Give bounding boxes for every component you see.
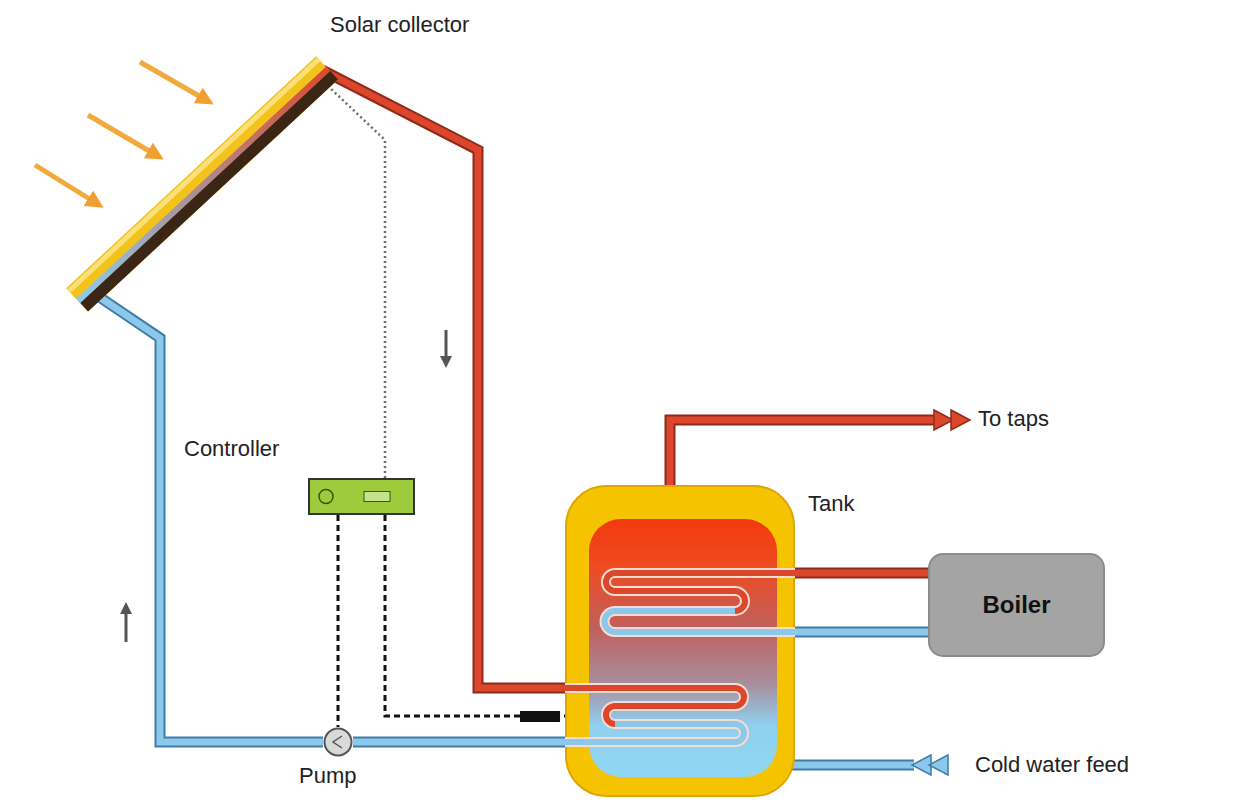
text-holder: Cold water feed xyxy=(975,752,1129,777)
text-holder: Tank xyxy=(808,491,854,516)
boiler-outline xyxy=(929,554,1104,656)
heat-exchanger-coil xyxy=(565,724,744,742)
storage-tank: Tank xyxy=(565,485,795,797)
temperature-sensor xyxy=(520,711,560,722)
pump-symbol: Pump xyxy=(323,727,353,757)
cold-pipe xyxy=(353,739,565,746)
controller-dial xyxy=(319,490,333,504)
controller-box: Controller xyxy=(308,478,415,515)
cold-pipe xyxy=(353,742,565,743)
cold-pipe xyxy=(795,629,928,636)
pump-impeller xyxy=(333,736,342,748)
heat-exchanger-coil xyxy=(565,688,744,724)
absorber-strip xyxy=(78,69,328,301)
text-holder: To taps xyxy=(978,406,1049,431)
hot-pipe xyxy=(795,573,928,574)
cold-pipe-outline xyxy=(353,737,565,748)
sun-ray xyxy=(35,165,96,203)
sensor-wire xyxy=(330,88,385,478)
heat-exchanger-coil xyxy=(606,573,795,611)
node-label: Boiler xyxy=(982,591,1050,619)
tank-insulation xyxy=(566,486,794,796)
text-holder: Controller xyxy=(184,436,279,461)
storage-tank-shape xyxy=(565,485,795,797)
boiler-box: Boiler xyxy=(928,553,1105,657)
heat-exchanger-coil-outline xyxy=(565,688,744,724)
node-caption: Pump xyxy=(299,763,356,788)
flow-arrow xyxy=(445,330,448,362)
sensor-wire xyxy=(385,515,565,716)
hot-pipe xyxy=(795,570,928,577)
heat-exchanger-coil-outline xyxy=(605,611,796,632)
pump-outline xyxy=(325,729,352,756)
outlet-arrowhead xyxy=(934,410,953,430)
node-caption: Solar collector xyxy=(330,12,469,37)
hot-pipe-outline xyxy=(322,70,565,688)
solar-collector: Solar collector xyxy=(55,50,345,325)
pipe-label: To taps xyxy=(978,406,1049,431)
sun-ray xyxy=(140,62,206,100)
heat-exchanger-coil-outline xyxy=(565,724,744,742)
collector-backing xyxy=(84,75,334,307)
cold-pipe xyxy=(795,632,928,633)
inlet-arrowhead xyxy=(929,755,948,775)
cold-pipe xyxy=(92,292,323,742)
hot-pipe xyxy=(322,70,565,688)
sensor-wire xyxy=(385,515,565,716)
controller-display xyxy=(364,492,390,502)
node-caption: Tank xyxy=(808,491,854,516)
controller-box-shape xyxy=(308,478,415,515)
cold-pipe xyxy=(92,292,323,742)
flow-arrow xyxy=(125,608,128,642)
node-caption: Controller xyxy=(184,436,279,461)
pipe-label: Cold water feed xyxy=(975,752,1129,777)
heat-exchanger-coil-outline xyxy=(606,573,795,611)
control-wire xyxy=(337,515,340,727)
sensor-wire xyxy=(330,88,385,478)
text-holder: Solar collector xyxy=(330,12,469,37)
solar-collector-shape xyxy=(55,50,345,325)
hot-pipe xyxy=(322,70,565,688)
cold-pipe-outline xyxy=(795,627,928,638)
control-wire xyxy=(338,515,339,727)
controller-outline xyxy=(309,479,414,514)
cold-pipe-outline xyxy=(92,292,323,742)
collector-frame xyxy=(77,68,327,300)
hot-pipe-outline xyxy=(795,568,928,579)
collector-highlight xyxy=(69,59,319,291)
text-holder: Boiler xyxy=(928,553,1105,657)
text-holder: Pump xyxy=(299,763,356,788)
pump-symbol-shape xyxy=(323,727,353,757)
outlet-arrowhead xyxy=(951,410,970,430)
sun-ray xyxy=(88,115,156,155)
heat-exchanger-coil xyxy=(605,611,796,632)
